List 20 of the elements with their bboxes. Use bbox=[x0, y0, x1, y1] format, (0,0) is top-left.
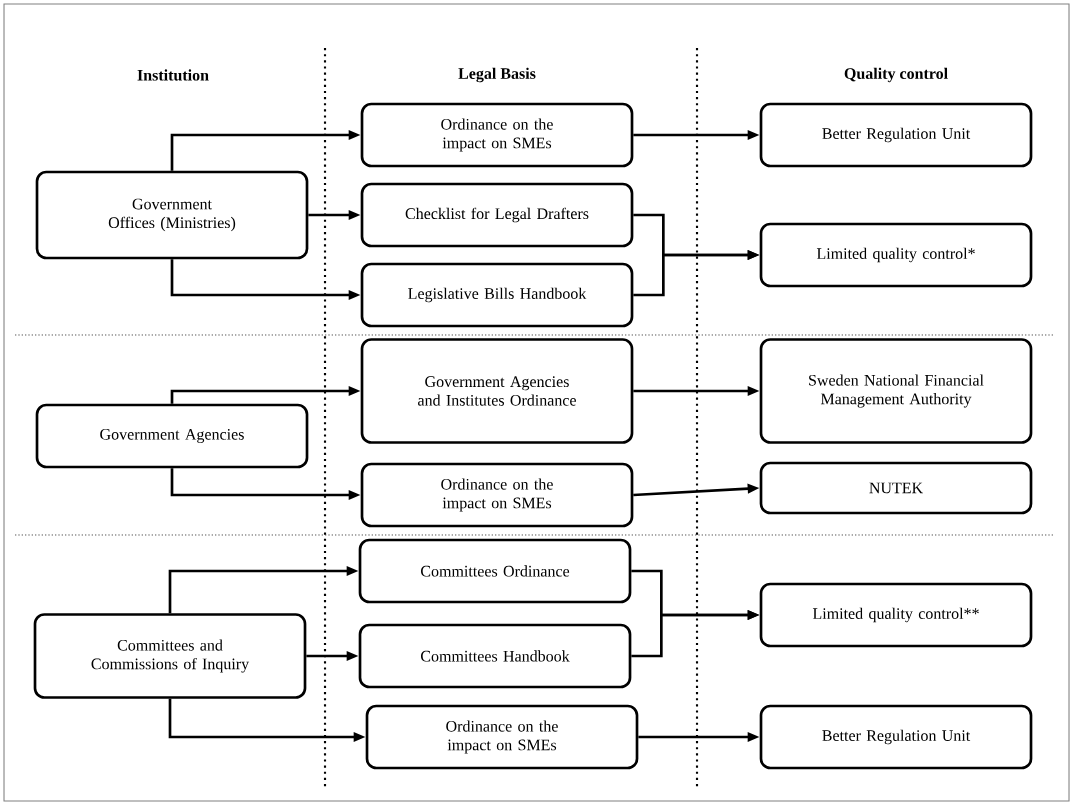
rounded-box: Limited quality control* bbox=[759, 222, 1033, 288]
rounded-box: Committees Handbook bbox=[358, 623, 632, 689]
rounded-box: Ordinance on the impact on SMEs bbox=[360, 462, 634, 528]
column-heading: Quality control bbox=[844, 67, 948, 83]
rounded-box: Committees and Commissions of Inquiry bbox=[33, 613, 307, 699]
rounded-box: Limited quality control** bbox=[759, 582, 1033, 648]
rounded-box: Ordinance on the impact on SMEs bbox=[365, 704, 639, 770]
rounded-box: NUTEK bbox=[759, 461, 1033, 515]
rounded-box: Checklist for Legal Drafters bbox=[360, 182, 634, 248]
column-heading: Institution bbox=[137, 69, 209, 81]
rounded-box: Government Agencies and Institutes Ordinance bbox=[360, 338, 634, 444]
rounded-box: Better Regulation Unit bbox=[759, 102, 1033, 168]
rounded-box: Committees Ordinance bbox=[358, 538, 632, 604]
rounded-box: Government Agencies bbox=[35, 403, 309, 469]
rounded-box: Sweden National Financial Management Authority bbox=[759, 338, 1033, 444]
rounded-box: Better Regulation Unit bbox=[759, 704, 1033, 770]
column-heading: Legal Basis bbox=[458, 67, 536, 83]
rounded-box: Legislative Bills Handbook bbox=[360, 262, 634, 328]
rounded-box: Ordinance on the impact on SMEs bbox=[360, 102, 634, 168]
rounded-box: Government Offices (Ministries) bbox=[35, 170, 309, 260]
